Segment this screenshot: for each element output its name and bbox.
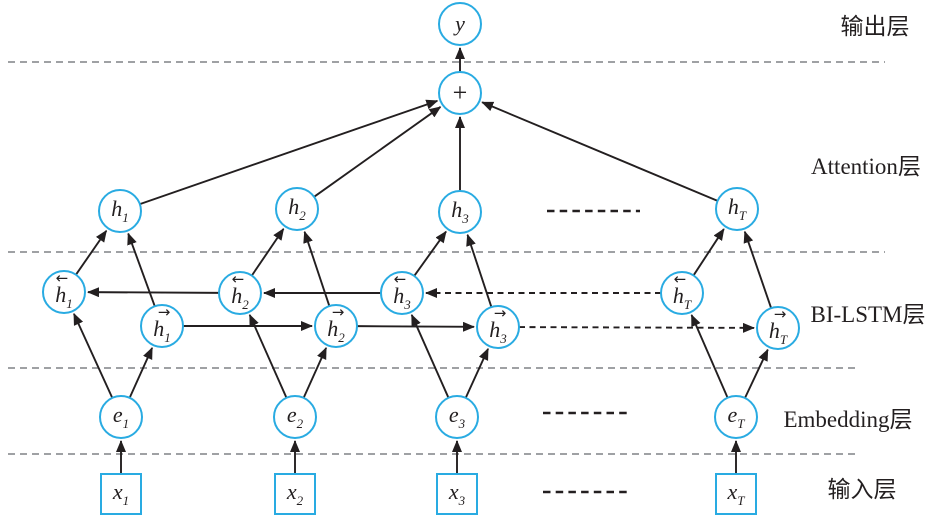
edge-hf3-hfT — [518, 322, 756, 333]
edge-hb2-h2 — [251, 228, 285, 277]
edge-hf2-hf3 — [356, 321, 476, 332]
edge-hbT-hT — [692, 228, 725, 276]
edge-e2-hb2 — [248, 314, 288, 399]
edge-e1-hf1 — [128, 346, 154, 399]
edge-hf3-h3 — [466, 233, 493, 308]
edge-e2-hf2 — [302, 346, 328, 399]
layer-separators — [8, 61, 885, 455]
edge-e1-hb1 — [73, 312, 114, 399]
edge-e3-hb3 — [410, 314, 450, 399]
ellipsis-dashes-group — [543, 209, 640, 494]
edge-h1-plus — [139, 99, 439, 206]
edge-h2-plus — [313, 106, 442, 198]
edge-hb1-h1 — [75, 229, 108, 276]
edge-hf1-h1 — [127, 232, 156, 307]
edge-hfT-hT — [743, 230, 773, 309]
edge-hT-plus — [481, 101, 718, 202]
edge-hf2-h2 — [303, 230, 331, 307]
edge-eT-hfT — [744, 348, 769, 399]
edge-e3-hf3 — [464, 347, 489, 399]
edge-hb2-hb1 — [86, 287, 220, 298]
edge-hb3-h3 — [413, 230, 447, 277]
edge-eT-hbT — [690, 314, 729, 399]
edge-arrows-group — [73, 47, 773, 474]
